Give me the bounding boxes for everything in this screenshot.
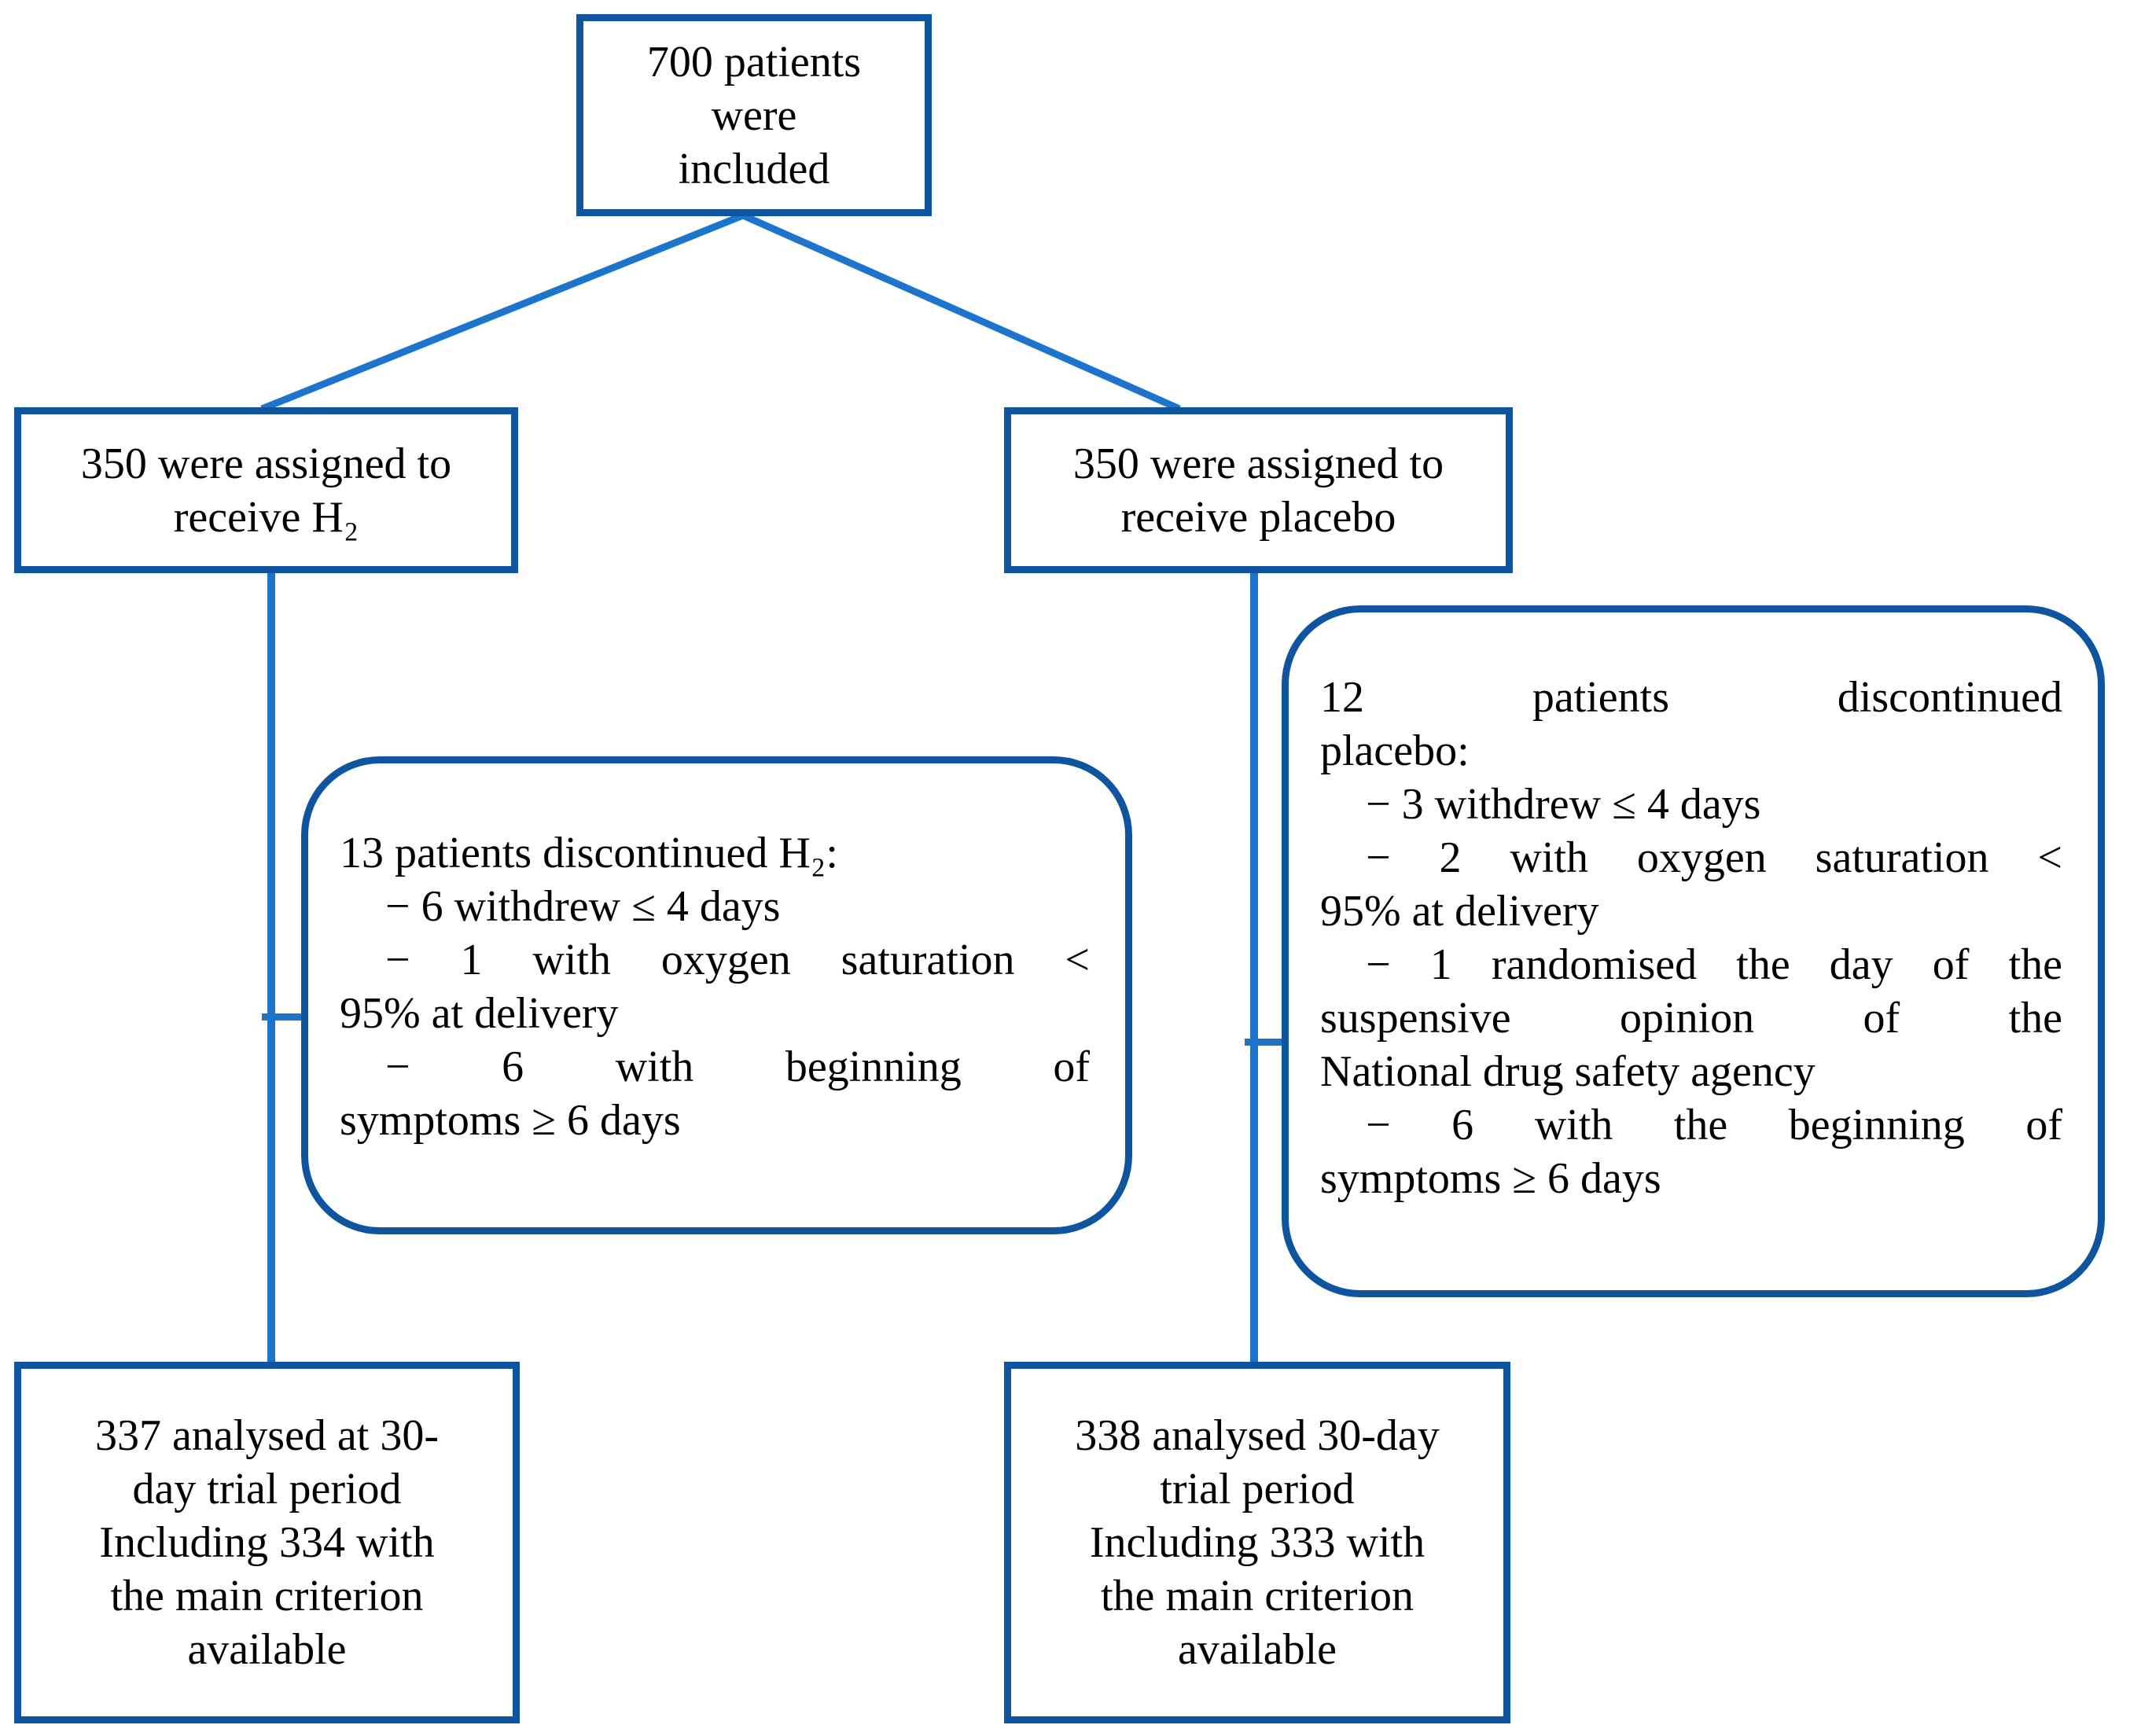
- text-line: National drug safety agency: [1320, 1047, 1815, 1096]
- node-discontinued-h2: 13 patients discontinued H₂: − 6 withdrew…: [301, 756, 1132, 1234]
- text-line: symptoms ≥ 6 days: [1320, 1154, 1661, 1203]
- text-line: suspensive opinion of the: [1320, 994, 2062, 1043]
- text-line: 95% at delivery: [340, 989, 619, 1038]
- node-patients-included: 700 patients were included: [576, 14, 932, 216]
- connector-right-branch-tick: [1245, 1039, 1286, 1046]
- node-analysed-h2: 337 analysed at 30- day trial period Inc…: [14, 1362, 520, 1723]
- text-line: − 3 withdrew ≤ 4 days: [1366, 780, 1761, 829]
- text-line: placebo:: [1320, 726, 1470, 775]
- text-line: symptoms ≥ 6 days: [340, 1096, 681, 1145]
- connector-right-vertical: [1250, 571, 1258, 1362]
- branch-line-right: [741, 211, 1181, 413]
- text-line: − 2 with oxygen saturation <: [1366, 833, 2062, 882]
- node-assigned-placebo: 350 were assigned to receive placebo: [1004, 407, 1513, 573]
- text-line: − 6 with beginning of: [385, 1043, 1090, 1091]
- connector-left-branch-tick: [262, 1013, 305, 1021]
- text-line: 12 patients discontinued: [1320, 673, 2062, 722]
- text-line: − 1 randomised the day of the: [1366, 940, 2062, 989]
- text-line: 13 patients discontinued H₂:: [340, 829, 838, 877]
- node-assigned-h2: 350 were assigned to receive H₂: [14, 407, 518, 573]
- connector-left-vertical: [267, 571, 275, 1362]
- text-line: − 1 with oxygen saturation <: [385, 936, 1090, 984]
- text-line: 95% at delivery: [1320, 887, 1599, 936]
- text-line: − 6 withdrew ≤ 4 days: [385, 882, 781, 931]
- node-analysed-placebo: 338 analysed 30-day trial period Includi…: [1004, 1362, 1510, 1723]
- text-line: − 6 with the beginning of: [1366, 1101, 2062, 1149]
- branch-line-left: [260, 211, 745, 413]
